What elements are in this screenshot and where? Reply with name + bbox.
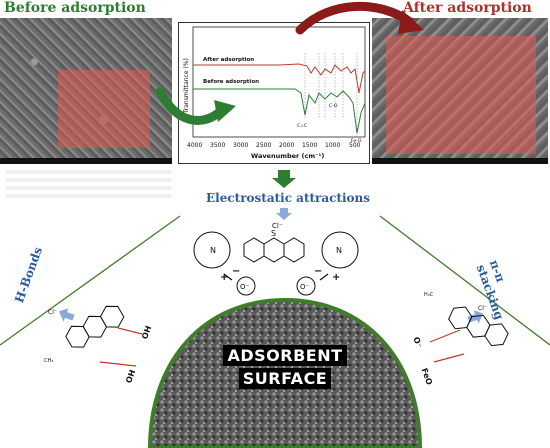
x-tick-1500: 1500	[302, 142, 317, 149]
scale-bar	[372, 158, 548, 164]
series-after-label: After adsorption	[203, 57, 254, 63]
peak-label-feo: Fe-O	[351, 138, 362, 144]
electrostatic-label: Electrostatic attractions	[206, 191, 371, 205]
down-arrow	[272, 170, 296, 188]
plus-right: +	[332, 272, 340, 283]
amine-circle-left	[193, 231, 231, 269]
chloride-label: Cl⁻	[272, 222, 283, 230]
x-tick-2500: 2500	[256, 142, 271, 149]
before-adsorption-title: Before adsorption	[4, 0, 146, 16]
x-tick-500: 500	[349, 142, 361, 149]
ftir-chart: C=C C-O Fe-O After adsorption Before ads…	[178, 22, 370, 164]
atom-n-left: N	[210, 246, 216, 255]
surface-label-line2: SURFACE	[238, 368, 332, 389]
y-axis-label: Transmittance (%)	[183, 58, 190, 114]
green-arrow-head	[214, 100, 236, 122]
pi-lines	[429, 329, 465, 363]
green-curved-arrow	[155, 87, 227, 125]
chloride-right: Cl⁻	[478, 305, 487, 312]
ch3-left: CH₃	[44, 358, 53, 364]
x-tick-1000: 1000	[325, 142, 340, 149]
atom-s: S	[271, 229, 276, 238]
plus-left: +	[220, 272, 228, 283]
faded-caption	[6, 170, 171, 200]
x-tick-2000: 2000	[279, 142, 294, 149]
peak-label-co: C-O	[329, 103, 338, 109]
blue-arrow-hbonds	[58, 308, 75, 322]
attraction-line-right	[319, 273, 329, 281]
adsorbent-surface-label: ADSORBENT SURFACE	[205, 345, 365, 389]
peak-guides	[304, 53, 358, 135]
hbond-lines	[99, 327, 143, 367]
peak-label-cc: C=C	[297, 123, 307, 129]
sem-image-before	[0, 18, 172, 164]
oxide-circle-right	[296, 276, 316, 296]
x-tick-4000: 4000	[187, 142, 202, 149]
surface-lines	[0, 215, 550, 346]
red-curved-arrow	[295, 2, 415, 35]
series-before-label: Before adsorption	[203, 79, 259, 85]
plot-frame	[192, 26, 366, 138]
surface-label-line1: ADSORBENT	[223, 345, 347, 366]
ftir-svg: C=C C-O Fe-O After adsorption Before ads…	[183, 26, 366, 160]
x-tick-3500: 3500	[210, 142, 225, 149]
oxide-left: O⁻	[240, 283, 250, 291]
oxide-circle-left	[236, 276, 256, 296]
atom-n-right: N	[336, 246, 342, 255]
after-adsorption-title: After adsorption	[403, 0, 532, 16]
blue-arrow-electrostatic	[276, 208, 292, 220]
blue-arrow-pi	[467, 310, 484, 324]
ring-system	[243, 237, 305, 263]
series-before-line	[193, 88, 366, 134]
highlight-region	[58, 70, 150, 148]
scale-bar	[0, 158, 172, 164]
red-arrow-head	[398, 10, 424, 34]
oxide-right: O⁻	[300, 283, 310, 291]
sem-image-after	[372, 18, 548, 164]
minus-left: −	[232, 266, 240, 277]
attraction-line-left	[223, 273, 233, 281]
highlight-region	[386, 36, 536, 154]
molecule-electrostatic: S N N Cl⁻ + + − − O⁻ O⁻	[193, 222, 359, 296]
chloride-left: Cl⁻	[48, 309, 57, 316]
x-axis-label: Wavenumber (cm⁻¹)	[251, 152, 324, 160]
molecule-hbonds: Cl⁻ CH₃	[44, 305, 143, 367]
series-after-line	[193, 63, 366, 94]
molecule-pi: Cl⁻ H₃C	[424, 292, 509, 363]
x-tick-3000: 3000	[233, 142, 248, 149]
h3c-right: H₃C	[424, 292, 434, 298]
x-tick-labels: 4000 3500 3000 2500 2000 1500 1000 500	[187, 142, 361, 149]
amine-circle-right	[321, 231, 359, 269]
minus-right: −	[314, 266, 322, 277]
